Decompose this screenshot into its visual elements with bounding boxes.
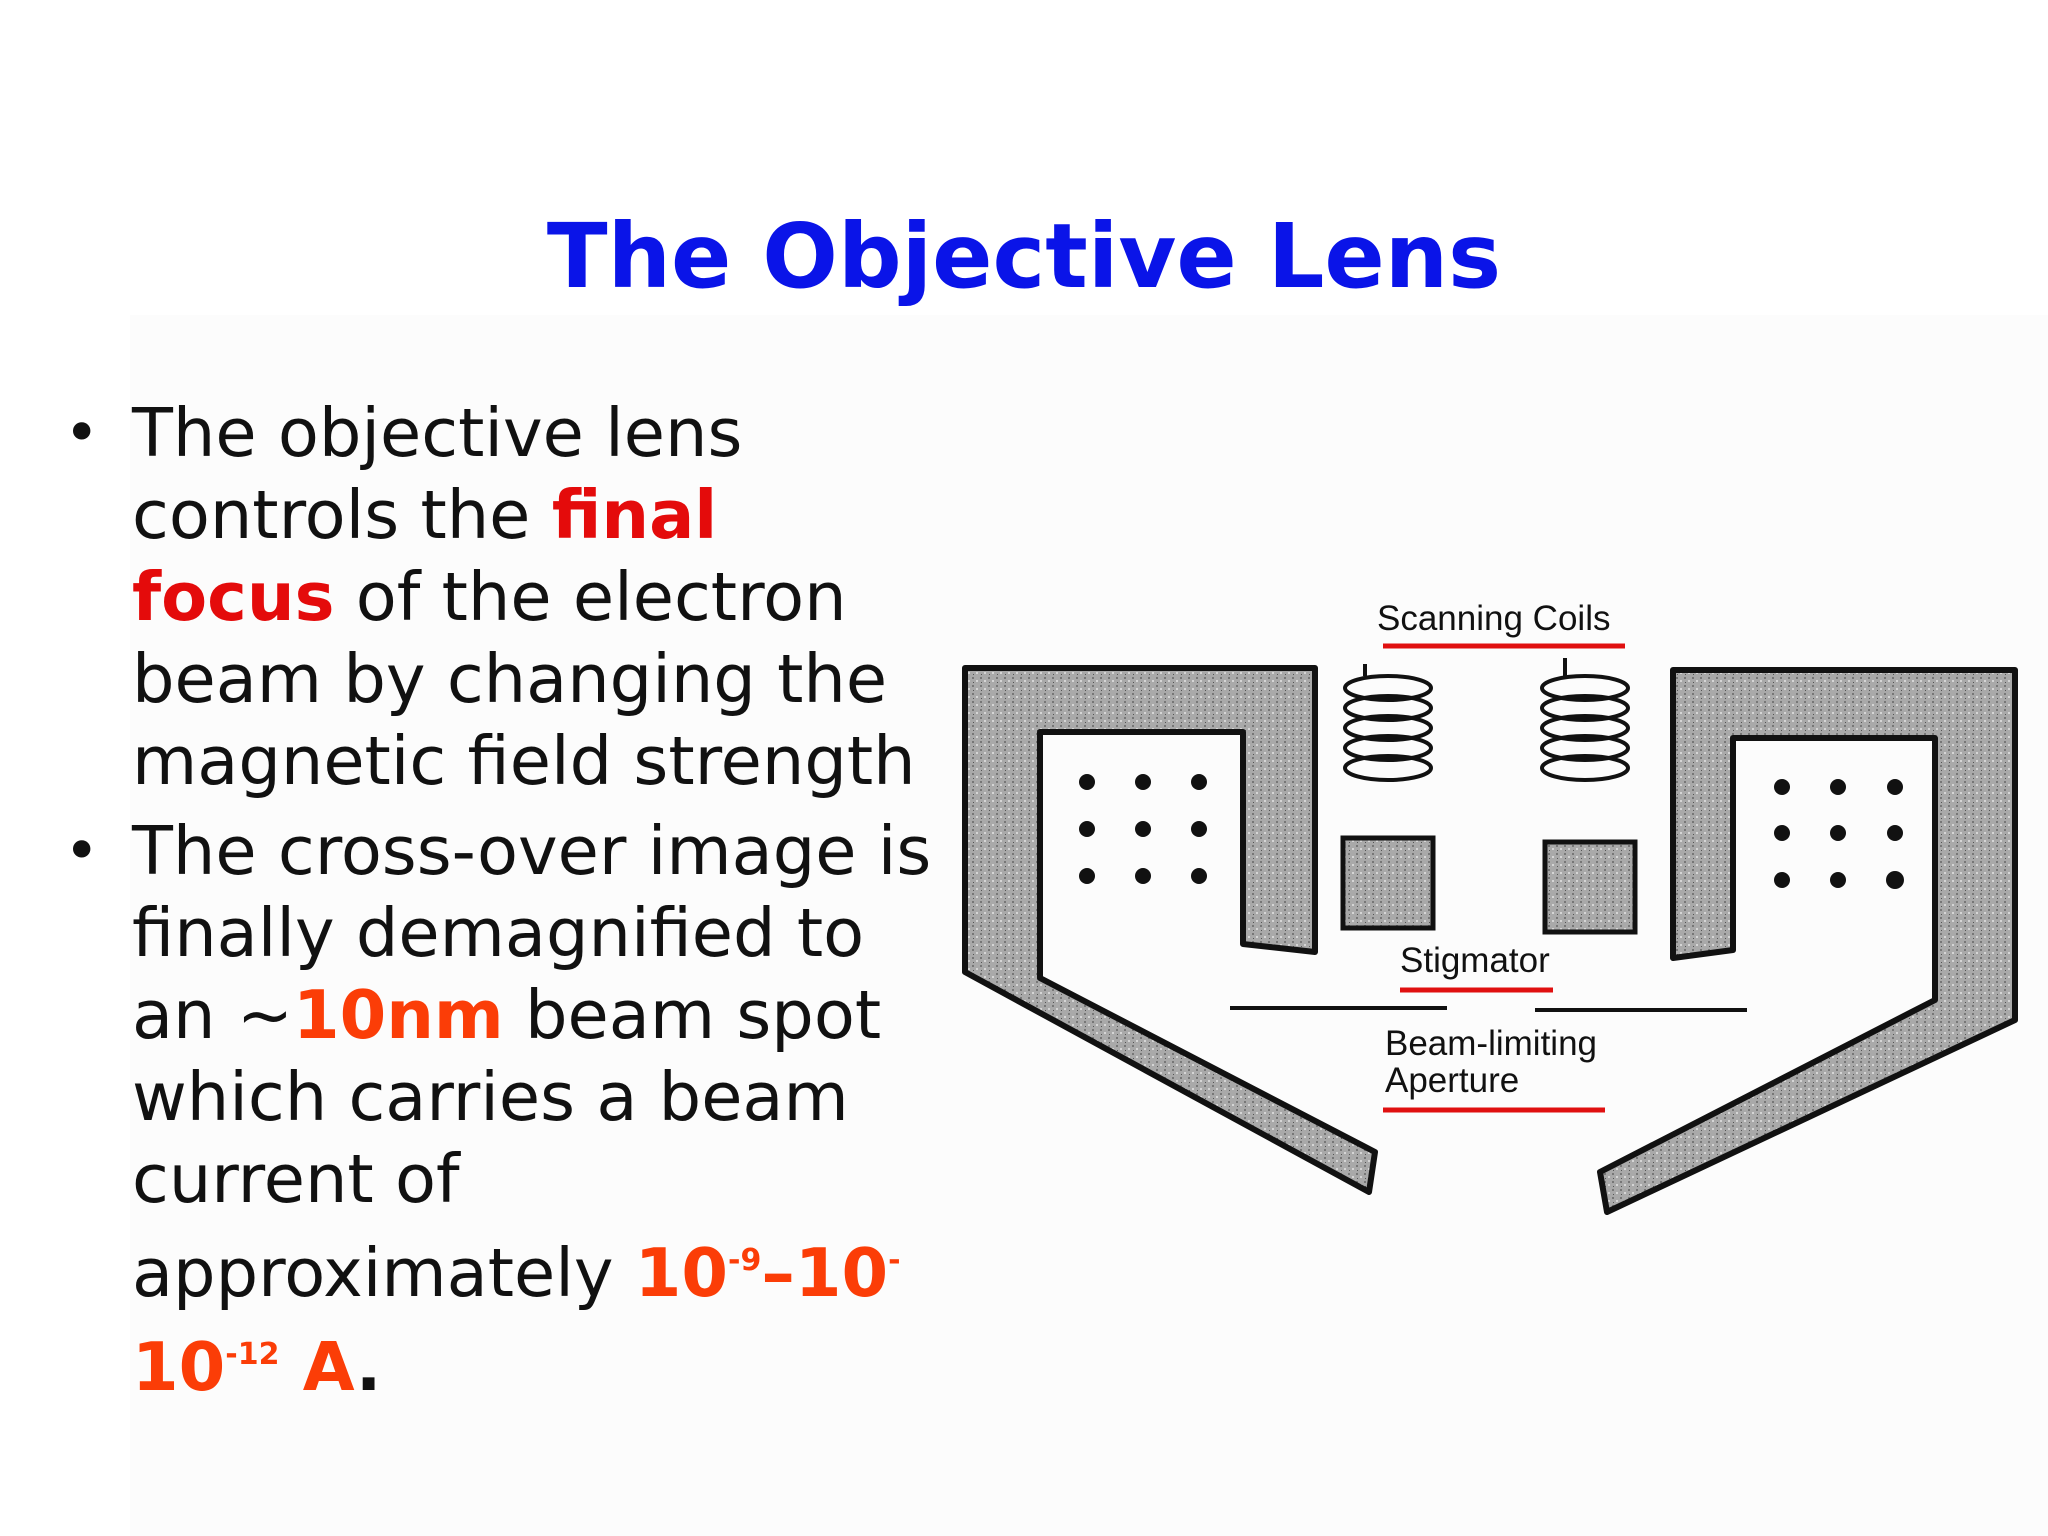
bullet-text-segment: beam by changing the xyxy=(132,640,888,718)
highlighted-text: A xyxy=(279,1328,356,1406)
bullet-line: magnetic field strength xyxy=(132,720,952,802)
highlighted-text: focus xyxy=(132,558,335,636)
highlighted-text: 10 xyxy=(634,1234,729,1312)
bullet-line: approximately 10-9–10- xyxy=(132,1220,952,1314)
bullet-text-segment: controls the xyxy=(132,476,552,554)
bullet-line: 10-12 A. xyxy=(132,1314,952,1408)
right-coil-windings xyxy=(1774,779,1904,889)
bullet-dot-icon: • xyxy=(64,816,100,886)
highlighted-text: final xyxy=(551,476,718,554)
bullet-line: which carries a beam xyxy=(132,1056,952,1138)
stigmator-block-left xyxy=(1340,835,1436,931)
right-pole-piece xyxy=(1597,667,2018,1215)
highlighted-text: 10 xyxy=(132,1328,226,1406)
bullet-dot-icon: • xyxy=(64,398,100,468)
bullet-line: beam by changing the xyxy=(132,638,952,720)
bullet-text-segment: magnetic field strength xyxy=(132,722,916,800)
highlighted-text: 10nm xyxy=(292,976,504,1054)
bullet-text-segment: beam spot xyxy=(503,976,882,1054)
bullet-text-segment: an ~ xyxy=(132,976,293,1054)
highlighted-text: . xyxy=(355,1328,382,1406)
scanning-coil-left xyxy=(1343,664,1433,782)
bullet-line: controls the final xyxy=(132,474,952,556)
bullet-line: finally demagnified to xyxy=(132,892,952,974)
bullet-line: an ~10nm beam spot xyxy=(132,974,952,1056)
scanning-coil-right xyxy=(1540,658,1630,782)
bullet-text-segment: The cross-over image is xyxy=(132,812,932,890)
scanning-coils-label: Scanning Coils xyxy=(1377,599,1610,638)
bullet-line: focus of the electron xyxy=(132,556,952,638)
left-coil-windings xyxy=(1079,774,1207,884)
bullet-line: current of xyxy=(132,1138,952,1220)
bullet-line: The objective lens xyxy=(132,392,952,474)
exponent: - xyxy=(888,1243,901,1278)
bullet-text-segment: of the electron xyxy=(334,558,847,636)
exponent: -9 xyxy=(728,1243,762,1278)
aperture-label-line2: Aperture xyxy=(1385,1061,1519,1100)
slide-title: The Objective Lens xyxy=(546,204,1502,308)
objective-lens-diagram: Scanning Coils Stigmator Beam-limiting A… xyxy=(962,599,2018,1215)
bullet-text-segment: which carries a beam xyxy=(132,1058,849,1136)
bullet-text-segment: finally demagnified to xyxy=(132,894,865,972)
highlighted-text: –10 xyxy=(761,1234,889,1312)
aperture-label-line1: Beam-limiting xyxy=(1385,1024,1597,1063)
exponent: -12 xyxy=(225,1337,280,1372)
bullet-text-segment: The objective lens xyxy=(132,394,743,472)
stigmator-label: Stigmator xyxy=(1400,941,1550,980)
stigmator-block-right xyxy=(1542,839,1638,935)
bullet-text-segment: approximately xyxy=(132,1234,635,1312)
bullet-text-segment: current of xyxy=(132,1140,460,1218)
left-pole-piece xyxy=(962,665,1378,1195)
bullet-line: The cross-over image is xyxy=(132,810,952,892)
